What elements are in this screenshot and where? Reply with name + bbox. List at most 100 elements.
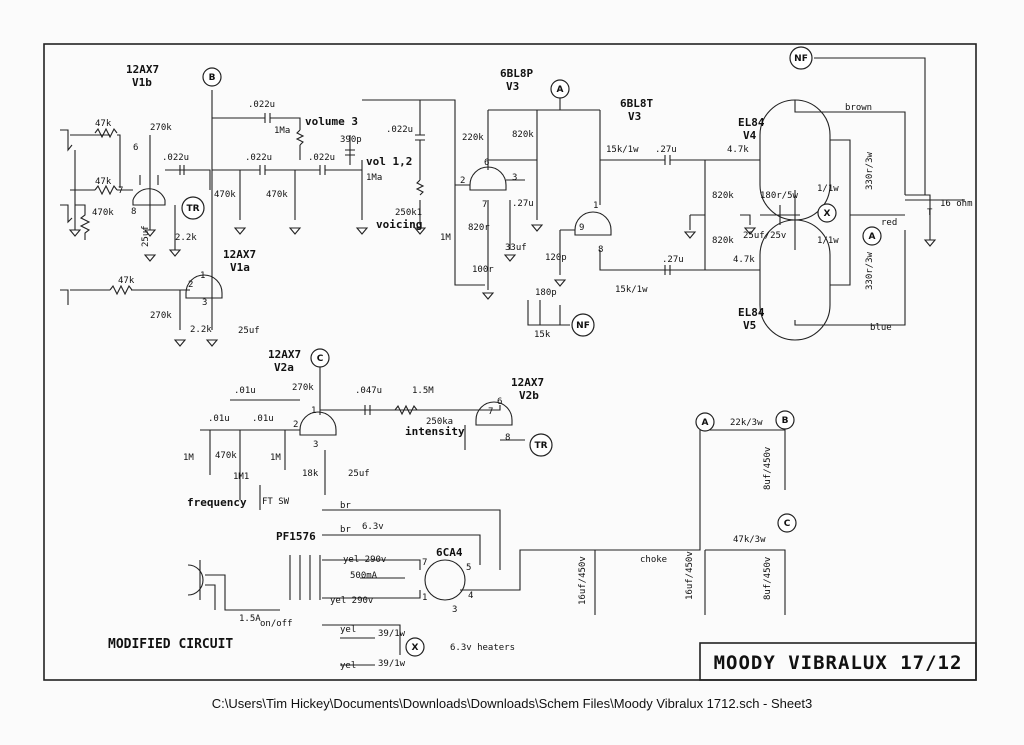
resistor-1-1w-label: 1/1w <box>817 236 839 246</box>
capacitor-022u-label: .022u <box>386 125 413 135</box>
svg-text:C: C <box>317 354 324 364</box>
svg-text:6: 6 <box>497 397 502 407</box>
capacitor-120p-label: 120p <box>545 253 567 263</box>
svg-text:8: 8 <box>131 207 136 217</box>
resistor-22k-label: 2.2k <box>190 325 212 335</box>
volume-section: .022u 1Ma volume 3 .022u .022u 470k 470k… <box>212 99 485 286</box>
node-b-supply: B <box>775 410 795 430</box>
schematic-title: MOODY VIBRALUX 17/12 <box>714 652 963 674</box>
tremolo-section: 12AX7 V2a 12AX7 V2b .01u .01u .01u 270k … <box>183 348 544 510</box>
resistor-1m1-label: 1M1 <box>233 472 249 482</box>
tube-type-v1b: 12AX7 <box>126 63 159 76</box>
svg-text:X: X <box>412 643 419 653</box>
pot-250ka-label: 250ka <box>426 417 453 427</box>
resistor-22k-3w-label: 22k/3w <box>730 418 763 428</box>
wire-yel-label: yel <box>340 661 356 671</box>
capacitor-022u-label: .022u <box>162 153 189 163</box>
resistor-270k-label: 270k <box>292 383 314 393</box>
svg-text:1: 1 <box>422 593 427 603</box>
resistor-270k-label: 270k <box>150 123 172 133</box>
heater-63v-label: 6.3v <box>362 522 384 532</box>
resistor-1-1w-label: 1/1w <box>817 184 839 194</box>
svg-text:NF: NF <box>576 321 590 331</box>
tube-name-v1b: V1b <box>132 76 152 89</box>
node-nf-feedback: NF <box>571 313 595 337</box>
node-a-supply: A <box>695 412 715 432</box>
svg-text:B: B <box>209 73 216 83</box>
svg-text:1: 1 <box>200 271 205 281</box>
capacitor-022u-label: .022u <box>308 153 335 163</box>
resistor-470k-label: 470k <box>266 190 288 200</box>
power-section: EL84 V4 EL84 V5 .27u 4.7k 820k 820k .27u… <box>600 57 973 341</box>
foot-switch-label: FT SW <box>262 497 290 507</box>
svg-text:7: 7 <box>422 558 427 568</box>
svg-text:1: 1 <box>311 406 316 416</box>
node-a-output: A <box>862 226 882 246</box>
capacitor-022u-label: .022u <box>245 153 272 163</box>
volume-3-label: volume 3 <box>305 115 358 128</box>
resistor-1m-label: 1M <box>440 233 451 243</box>
wire-brown-label: brown <box>845 103 872 113</box>
capacitor-01u-label: .01u <box>208 414 230 424</box>
wire-yel-label: yel <box>340 625 356 635</box>
resistor-39-1w-label: 39/1w <box>378 629 406 639</box>
secondary-290v-label: yel 290v <box>343 555 386 565</box>
capacitor-25uf-label: 25uf <box>238 326 260 336</box>
resistor-22k-label: 2.2k <box>175 233 197 243</box>
v3-section: 6BL8P V3 6BL8T V3 220k 820k 1M 820r 100r… <box>440 67 680 340</box>
resistor-330r-label: 330r/3w <box>865 251 875 290</box>
tube-type-v2a: 12AX7 <box>268 348 301 361</box>
svg-text:NF: NF <box>794 54 808 64</box>
capacitor-27u-label: .27u <box>655 145 677 155</box>
resistor-47k-3w-label: 47k/3w <box>733 535 766 545</box>
svg-text:4: 4 <box>468 591 473 601</box>
svg-text:7: 7 <box>482 200 487 210</box>
svg-text:3: 3 <box>452 605 457 615</box>
title-block <box>699 642 977 681</box>
svg-text:A: A <box>557 85 564 95</box>
svg-text:3: 3 <box>202 298 207 308</box>
tube-name-v5: V5 <box>743 319 756 332</box>
wire-br-label: br <box>340 501 351 511</box>
capacitor-33uf-label: 33uf <box>505 243 527 253</box>
capacitor-047u-label: .047u <box>355 386 382 396</box>
resistor-100r-label: 100r <box>472 265 494 275</box>
capacitor-01u-label: .01u <box>252 414 274 424</box>
resistor-820r-label: 820r <box>468 223 490 233</box>
file-path-footer: C:\Users\Tim Hickey\Documents\Downloads\… <box>212 696 812 711</box>
node-x-heater: X <box>405 637 425 657</box>
svg-text:X: X <box>824 209 831 219</box>
capacitor-16uf-label: 16uf/450v <box>685 551 695 600</box>
output-16-ohm-label: 16 ohm <box>940 199 973 209</box>
resistor-820k-label: 820k <box>712 236 734 246</box>
resistor-470k-label: 470k <box>92 208 114 218</box>
svg-text:3: 3 <box>313 440 318 450</box>
svg-text:A: A <box>702 418 709 428</box>
resistor-47k-label: 47k <box>95 119 112 129</box>
tube-name-v3: V3 <box>506 80 519 93</box>
input-section: 12AX7 V1b 678 12AX7 V1a 123 47k 470k 47k… <box>60 63 260 347</box>
current-500ma-label: 500mA <box>350 571 378 581</box>
resistor-1m-label: 1M <box>270 453 281 463</box>
resistor-15k-1w-label: 15k/1w <box>615 285 648 295</box>
resistor-39-1w-label: 39/1w <box>378 659 406 669</box>
tube-type-el84-v5: EL84 <box>738 306 765 319</box>
intensity-label: intensity <box>405 425 465 438</box>
tube-type-v1a: 12AX7 <box>223 248 256 261</box>
tube-type-el84-v4: EL84 <box>738 116 765 129</box>
resistor-15k-1w-label: 15k/1w <box>606 145 639 155</box>
power-switch-label: on/off <box>260 619 293 629</box>
capacitor-022u-label: .022u <box>248 100 275 110</box>
capacitor-25uf-25v-label: 25uf/25v <box>743 231 786 241</box>
resistor-47k-label: 4.7k <box>727 145 749 155</box>
resistor-470k-label: 470k <box>214 190 236 200</box>
power-transformer-label: PF1576 <box>276 530 316 543</box>
capacitor-8uf-label: 8uf/450v <box>763 447 773 490</box>
wire-red-label: red <box>881 218 897 228</box>
secondary-290v-label: yel 290v <box>330 596 373 606</box>
capacitor-27u-label: .27u <box>662 255 684 265</box>
resistor-15k-label: 15k <box>534 330 551 340</box>
resistor-820k-label: 820k <box>712 191 734 201</box>
resistor-330r-label: 330r/3w <box>865 151 875 190</box>
